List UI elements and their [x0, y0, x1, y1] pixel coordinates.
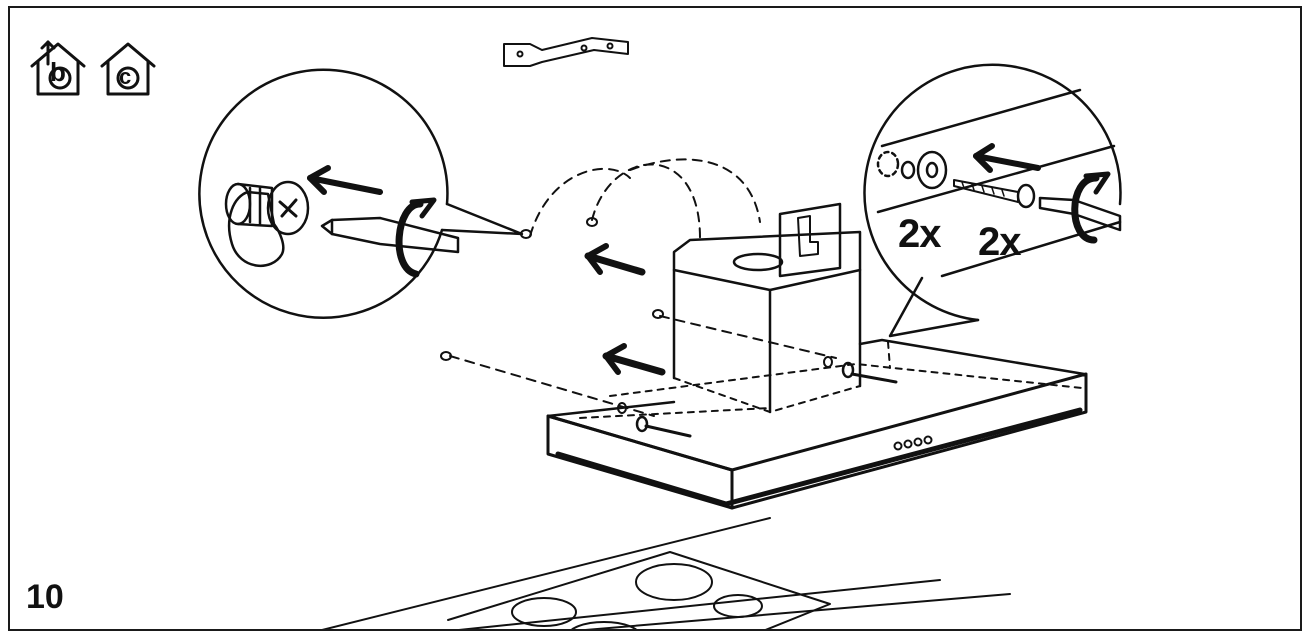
cooktop [321, 517, 1011, 629]
wall-bracket [503, 37, 629, 67]
svg-text:c: c [119, 64, 131, 89]
detail-circle-left [198, 68, 524, 319]
step-number: 10 [26, 578, 64, 616]
instruction-frame: b c [8, 6, 1302, 631]
screw-quantity-label: 2x [978, 220, 1021, 264]
svg-text:b: b [50, 57, 66, 87]
push-arrows [584, 243, 666, 376]
detail-circle-right [863, 63, 1122, 338]
washer-quantity-label: 2x [898, 212, 941, 256]
mounting-screws [440, 217, 664, 361]
motion-paths [449, 158, 837, 417]
house-ducted-icon: b [30, 40, 86, 96]
assembly-illustration: b c [30, 37, 1122, 629]
cooker-hood [546, 202, 1088, 510]
house-recirculation-icon: c [100, 42, 156, 96]
